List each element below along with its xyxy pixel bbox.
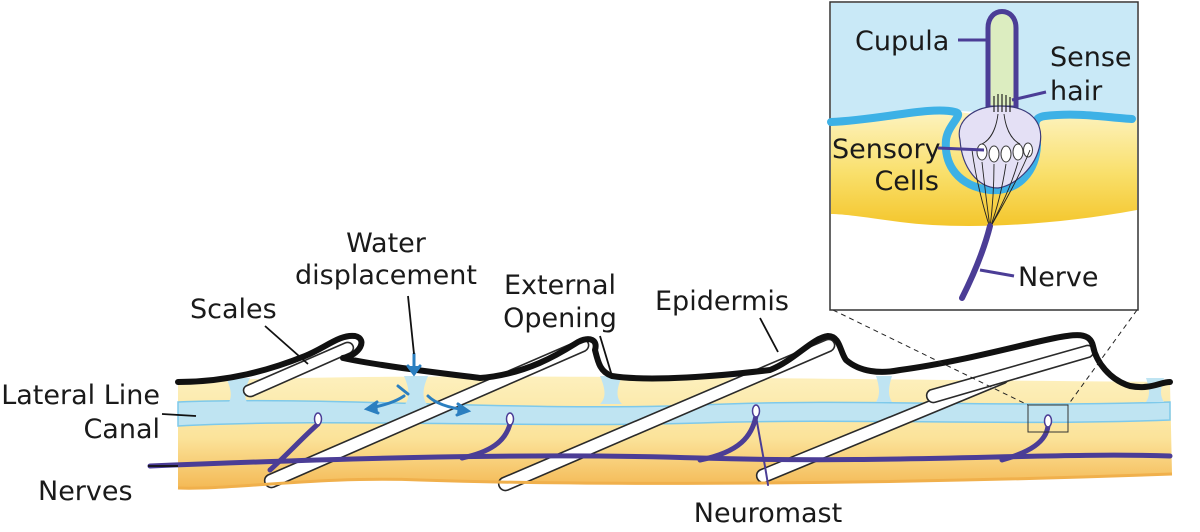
cells-label: Cells bbox=[874, 166, 939, 197]
tissue-layer bbox=[178, 376, 1172, 489]
neuromast-3 bbox=[751, 404, 761, 418]
pore-3 bbox=[600, 376, 622, 404]
neuromast-2 bbox=[505, 412, 515, 426]
sensory-cells-leader bbox=[937, 146, 985, 152]
neuromast-1 bbox=[313, 412, 323, 426]
sense-hair-leader bbox=[1011, 90, 1047, 102]
nerve-branch-4 bbox=[999, 423, 1051, 463]
pore-1 bbox=[226, 378, 250, 404]
arrow-mid bbox=[396, 384, 410, 396]
sense-label: Sense bbox=[1050, 42, 1132, 73]
water-label: Water bbox=[346, 228, 427, 259]
canal-label: Canal bbox=[83, 414, 160, 445]
zoom-lines bbox=[832, 309, 1138, 406]
zoom-line-left bbox=[832, 309, 1029, 406]
pore-4 bbox=[876, 376, 892, 402]
sensory-label: Sensory bbox=[832, 134, 941, 165]
neuromast-label: Neuromast bbox=[694, 498, 842, 529]
scale-3 bbox=[497, 338, 836, 492]
external-label: External bbox=[504, 270, 616, 301]
neuromasts bbox=[313, 404, 1053, 428]
sensory-cells bbox=[976, 142, 1033, 163]
zoom-line-right bbox=[1067, 309, 1138, 406]
sensory-cell bbox=[1023, 142, 1033, 158]
cupula bbox=[985, 9, 1019, 111]
main-leaders bbox=[148, 295, 779, 467]
nerve-to-neuromast-label bbox=[755, 415, 769, 486]
epidermis-leader bbox=[759, 317, 779, 353]
epidermis-label: Epidermis bbox=[655, 286, 789, 317]
nerve-leader bbox=[979, 268, 1015, 278]
nerve-branch-1 bbox=[267, 421, 321, 473]
nerve-label: Nerve bbox=[1018, 262, 1099, 293]
sensory-cell bbox=[988, 145, 1000, 163]
neuromast-inset: Cupula Sense hair Sensory Cells Nerve bbox=[827, 1, 1139, 311]
epidermis-outline bbox=[175, 332, 1173, 391]
scale-5 bbox=[925, 344, 1095, 404]
sense-hairs bbox=[993, 94, 1011, 112]
fiber bbox=[971, 149, 991, 229]
inset-epidermis bbox=[827, 106, 1136, 195]
water-displacement-arrows bbox=[363, 352, 472, 417]
canal-leader bbox=[161, 413, 197, 417]
inset-source-box bbox=[1027, 404, 1069, 433]
sensory-cell bbox=[1000, 145, 1012, 163]
arrow-right-head bbox=[455, 402, 472, 417]
opening-label: Opening bbox=[503, 303, 617, 334]
sensory-cell bbox=[976, 143, 988, 161]
water-leader bbox=[407, 295, 415, 355]
sensory-cell bbox=[1012, 143, 1024, 161]
lateral-line-label: Lateral Line bbox=[1, 380, 160, 411]
fiber bbox=[981, 113, 999, 145]
pore-2 bbox=[404, 376, 428, 406]
inset-water bbox=[831, 3, 1137, 122]
fiber bbox=[989, 163, 1007, 229]
nerves bbox=[147, 413, 1173, 486]
scales-leader bbox=[264, 325, 309, 365]
nerve-branch-3 bbox=[697, 413, 759, 463]
scales-label: Scales bbox=[190, 294, 277, 325]
inset-nerve bbox=[959, 223, 993, 301]
neuromast-body bbox=[958, 105, 1042, 189]
external-opening-leader bbox=[599, 335, 613, 377]
displacement-label: displacement bbox=[295, 260, 477, 291]
nerve-branch-2 bbox=[459, 421, 513, 461]
hair-label: hair bbox=[1050, 76, 1103, 107]
fiber bbox=[1003, 113, 1021, 145]
neuromast-4 bbox=[1043, 414, 1053, 428]
arrow-left-head bbox=[363, 400, 380, 415]
fiber bbox=[989, 149, 1031, 229]
cupula-label: Cupula bbox=[855, 26, 949, 57]
inset-leaders bbox=[937, 38, 1047, 278]
nerves-label: Nerves bbox=[38, 476, 133, 507]
arrow-down-head bbox=[406, 364, 422, 377]
tissue-bottom-edge bbox=[177, 472, 1173, 490]
skin-section bbox=[147, 332, 1173, 492]
